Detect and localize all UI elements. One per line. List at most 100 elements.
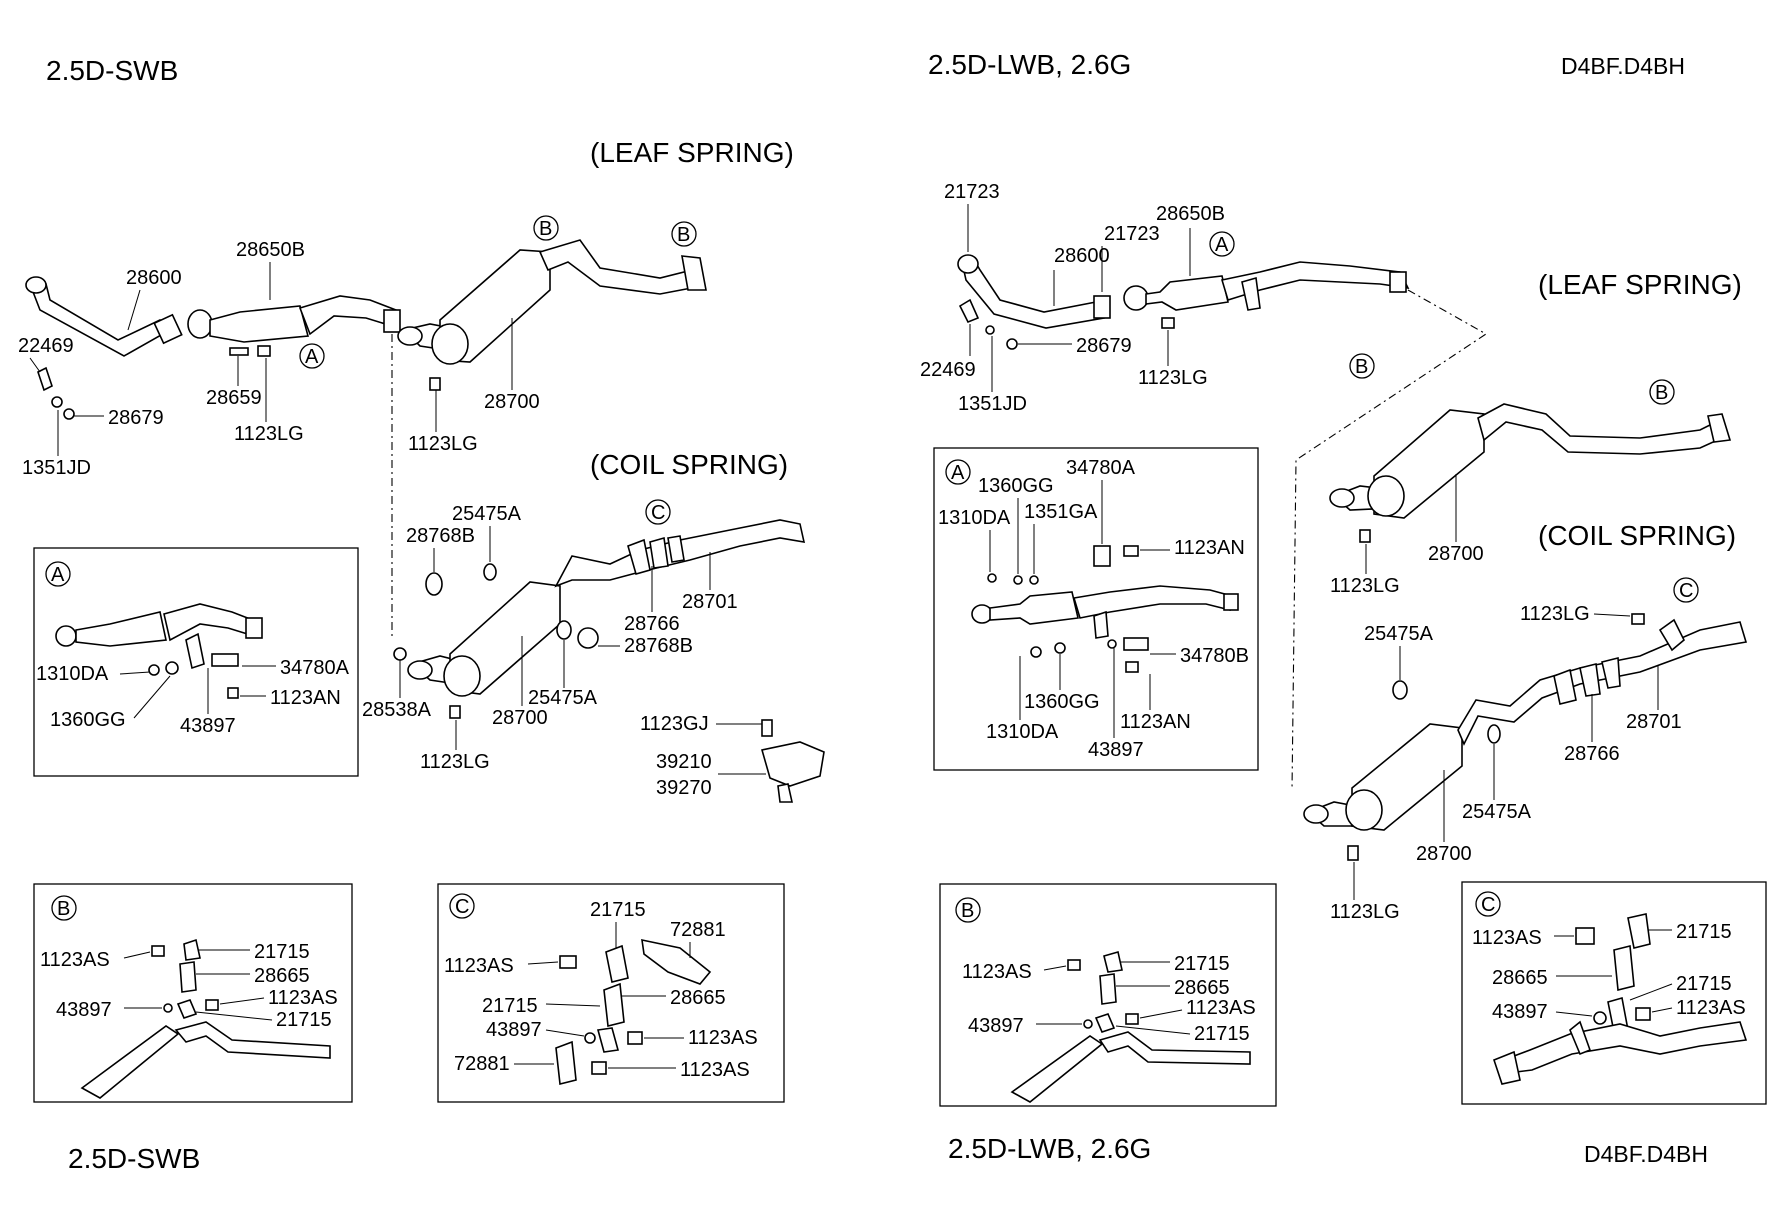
marker-b-right-2 xyxy=(1649,379,1675,405)
left-rear-muffler-coil xyxy=(407,519,806,697)
detail-a-right-1123AN-2: 1123AN xyxy=(1120,711,1191,733)
detail-a-left-marker xyxy=(45,561,71,587)
label-28600-left: 28600 xyxy=(126,267,182,289)
detail-a-right-parts xyxy=(971,545,1239,673)
detail-b-right-1123AS-2: 1123AS xyxy=(1186,997,1256,1019)
label-28700-left-coil: 28700 xyxy=(492,707,548,729)
label-25475A-left-2: 25475A xyxy=(528,687,598,709)
right-front-pipe xyxy=(957,254,1111,350)
left-center-muffler xyxy=(187,295,401,343)
label-28768B-left-2: 28768B xyxy=(624,635,693,657)
engine-code-top: D4BF.D4BH xyxy=(1561,53,1685,79)
detail-c-right-21715-1: 21715 xyxy=(1676,921,1732,943)
right-connector-line-1 xyxy=(1291,289,1488,791)
detail-c-left-72881-1: 72881 xyxy=(670,919,726,941)
detail-c-left-1123AS-1: 1123AS xyxy=(444,955,514,977)
right-center-muffler xyxy=(1123,261,1410,329)
marker-c-left xyxy=(645,499,671,525)
detail-b-right-43897: 43897 xyxy=(968,1015,1024,1037)
detail-c-left-parts xyxy=(555,938,712,1085)
detail-a-left-34780A: 34780A xyxy=(280,657,350,679)
detail-c-right-parts xyxy=(1493,913,1748,1085)
engine-code-bottom: D4BF.D4BH xyxy=(1584,1141,1708,1167)
right-rear-muffler-leaf xyxy=(1329,403,1732,543)
label-28701-left: 28701 xyxy=(682,591,738,613)
detail-a-right-marker-text: A xyxy=(951,462,965,484)
marker-b-right-2-text: B xyxy=(1655,382,1668,404)
detail-a-right-43897: 43897 xyxy=(1088,739,1144,761)
detail-box-c-right xyxy=(1461,881,1767,1105)
detail-a-right-1123AN-1: 1123AN xyxy=(1174,537,1245,559)
label-22469-left: 22469 xyxy=(18,335,74,357)
marker-a-right xyxy=(1209,231,1235,257)
label-28679-right: 28679 xyxy=(1076,335,1132,357)
detail-a-left-1310DA: 1310DA xyxy=(36,663,109,685)
label-25475A-right-2: 25475A xyxy=(1462,801,1532,823)
sensor-assembly xyxy=(760,719,825,803)
marker-a-left-text: A xyxy=(305,346,319,368)
leaf-spring-heading-left: (LEAF SPRING) xyxy=(590,137,794,168)
label-28659-left: 28659 xyxy=(206,387,262,409)
marker-b-left-1-text: B xyxy=(539,218,552,240)
detail-a-left-1123AN: 1123AN xyxy=(270,687,341,709)
label-28766-left: 28766 xyxy=(624,613,680,635)
coil-spring-heading-right: (COIL SPRING) xyxy=(1538,520,1736,551)
left-rear-muffler-leaf xyxy=(397,239,707,365)
detail-a-right-34780A: 34780A xyxy=(1066,457,1136,479)
label-28768B-left-1: 28768B xyxy=(406,525,475,547)
label-25475A-left-1: 25475A xyxy=(452,503,522,525)
heading-lwb-top: 2.5D-LWB, 2.6G xyxy=(928,49,1131,80)
detail-c-left-43897: 43897 xyxy=(486,1019,542,1041)
label-1123LG-right-a: 1123LG xyxy=(1138,367,1208,389)
detail-box-c-left xyxy=(437,883,785,1103)
detail-b-left-marker xyxy=(51,895,77,921)
marker-c-right-text: C xyxy=(1679,580,1693,602)
detail-b-left-21715-1: 21715 xyxy=(254,941,310,963)
detail-b-right-21715-2: 21715 xyxy=(1194,1023,1250,1045)
label-1351JD-left: 1351JD xyxy=(22,457,91,479)
label-1123LG-left-c: 1123LG xyxy=(420,751,490,773)
detail-b-right-marker xyxy=(955,897,981,923)
detail-b-right-1123AS-1: 1123AS xyxy=(962,961,1032,983)
marker-b-right-1 xyxy=(1349,353,1375,379)
detail-b-right-parts xyxy=(1010,950,1251,1103)
label-25475A-right-1: 25475A xyxy=(1364,623,1434,645)
right-rear-muffler-coil xyxy=(1303,613,1748,861)
detail-box-a-left xyxy=(33,547,359,777)
detail-c-left-1123AS-2: 1123AS xyxy=(688,1027,758,1049)
marker-b-left-1 xyxy=(533,215,559,241)
label-28766-right: 28766 xyxy=(1564,743,1620,765)
label-28700-right-coil: 28700 xyxy=(1416,843,1472,865)
detail-c-left-1123AS-3: 1123AS xyxy=(680,1059,750,1081)
detail-c-left-28665: 28665 xyxy=(670,987,726,1009)
heading-swb-top: 2.5D-SWB xyxy=(46,55,178,86)
label-28700-left-leaf: 28700 xyxy=(484,391,540,413)
detail-c-right-marker xyxy=(1475,891,1501,917)
detail-c-right-28665: 28665 xyxy=(1492,967,1548,989)
detail-c-left-72881-2: 72881 xyxy=(454,1053,510,1075)
detail-a-right-34780B: 34780B xyxy=(1180,645,1249,667)
label-1123LG-right-c: 1123LG xyxy=(1520,603,1590,625)
label-1351JD-right: 1351JD xyxy=(958,393,1027,415)
left-leaf-hardware xyxy=(37,345,441,420)
label-28700-right-leaf: 28700 xyxy=(1428,543,1484,565)
marker-a-left xyxy=(299,343,325,369)
left-coil-hardware xyxy=(393,563,599,719)
detail-c-right-43897: 43897 xyxy=(1492,1001,1548,1023)
detail-a-right-1310DA-1: 1310DA xyxy=(938,507,1011,529)
detail-b-left-1123AS-2: 1123AS xyxy=(268,987,338,1009)
detail-b-left-21715-2: 21715 xyxy=(276,1009,332,1031)
label-21723-right-1: 21723 xyxy=(944,181,1000,203)
detail-b-left-parts xyxy=(80,938,331,1099)
label-1123GJ: 1123GJ xyxy=(640,713,709,735)
heading-swb-bottom: 2.5D-SWB xyxy=(68,1143,200,1174)
label-22469-right: 22469 xyxy=(920,359,976,381)
label-39210: 39210 xyxy=(656,751,712,773)
detail-a-right-1310DA-2: 1310DA xyxy=(986,721,1059,743)
marker-b-left-2-text: B xyxy=(677,224,690,246)
label-28600-right: 28600 xyxy=(1054,245,1110,267)
label-28538A-left: 28538A xyxy=(362,699,432,721)
marker-b-left-2 xyxy=(671,221,697,247)
leaf-spring-heading-right: (LEAF SPRING) xyxy=(1538,269,1742,300)
detail-c-right-21715-2: 21715 xyxy=(1676,973,1732,995)
